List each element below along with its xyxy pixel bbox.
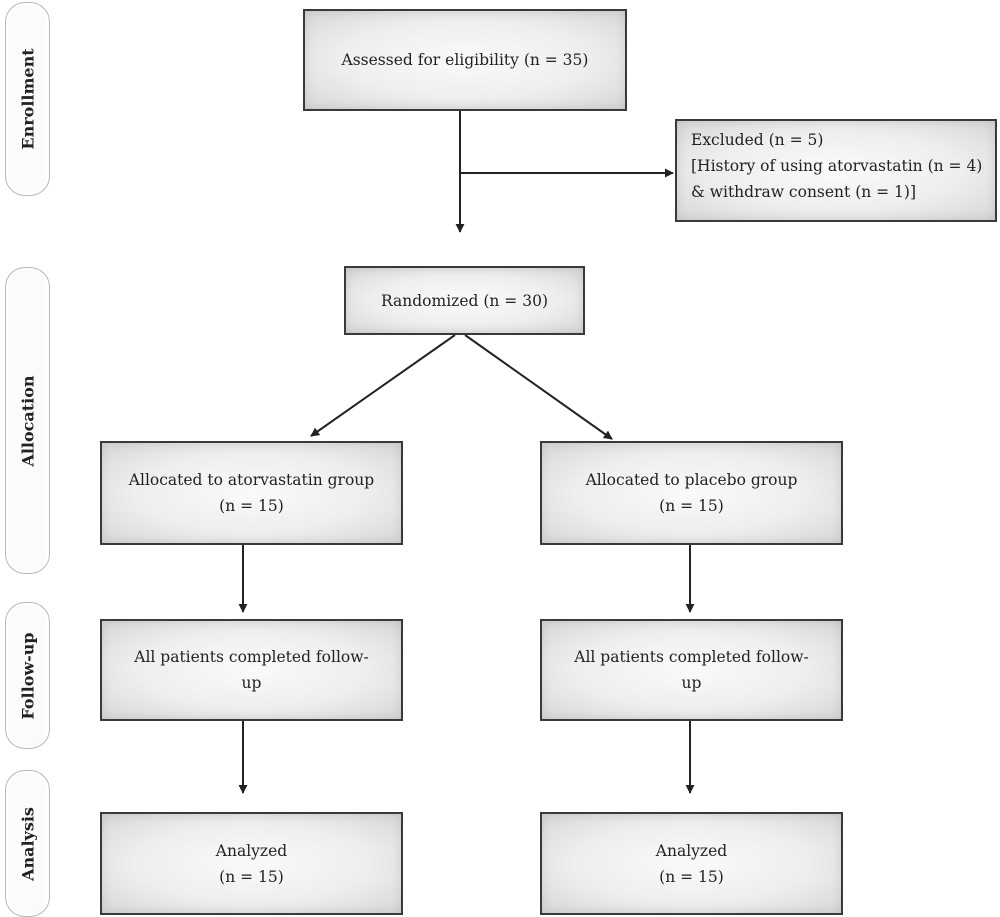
arrow-randomized-to-placebo bbox=[464, 334, 613, 440]
allocated-atorvastatin-label: Allocated to atorvastatin group bbox=[128, 471, 375, 489]
analyzed-placebo-box: Analyzed (n = 15) bbox=[540, 812, 843, 915]
assessed-box: Assessed for eligibility (n = 35) bbox=[303, 9, 627, 111]
followup-atorvastatin-box: All patients completed follow- up bbox=[100, 619, 403, 721]
randomized-text: Randomized (n = 30) bbox=[381, 291, 548, 310]
analyzed-atorvastatin-box: Analyzed (n = 15) bbox=[100, 812, 403, 915]
followup-atorvastatin-line1: All patients completed follow- bbox=[134, 648, 369, 666]
excluded-reason-1: [History of using atorvastatin (n = 4) bbox=[691, 157, 983, 175]
excluded-box: Excluded (n = 5) [History of using atorv… bbox=[675, 119, 997, 222]
assessed-text: Assessed for eligibility (n = 35) bbox=[341, 51, 589, 69]
followup-placebo-line2: up bbox=[681, 674, 702, 692]
analyzed-atorvastatin-count: (n = 15) bbox=[219, 867, 284, 886]
allocated-placebo-label: Allocated to placebo group bbox=[585, 471, 798, 489]
stage-analysis: Analysis bbox=[5, 770, 50, 917]
followup-atorvastatin-line2: up bbox=[241, 674, 262, 692]
arrow-randomized-to-atorvastatin bbox=[310, 334, 456, 437]
allocated-placebo-count: (n = 15) bbox=[659, 497, 724, 515]
allocated-atorvastatin-count: (n = 15) bbox=[219, 497, 284, 515]
analyzed-placebo-label: Analyzed bbox=[655, 841, 728, 860]
analyzed-atorvastatin-label: Analyzed bbox=[215, 841, 288, 860]
allocated-placebo-box: Allocated to placebo group (n = 15) bbox=[540, 441, 843, 545]
analyzed-placebo-count: (n = 15) bbox=[659, 867, 724, 886]
excluded-reason-2: & withdraw consent (n = 1)] bbox=[691, 183, 917, 201]
excluded-count: Excluded (n = 5) bbox=[691, 131, 824, 149]
stage-allocation: Allocation bbox=[5, 267, 50, 574]
stage-follow-up: Follow-up bbox=[5, 602, 50, 749]
followup-placebo-box: All patients completed follow- up bbox=[540, 619, 843, 721]
allocated-atorvastatin-box: Allocated to atorvastatin group (n = 15) bbox=[100, 441, 403, 545]
stage-enrollment: Enrollment bbox=[5, 2, 50, 196]
randomized-box: Randomized (n = 30) bbox=[344, 266, 585, 335]
followup-placebo-line1: All patients completed follow- bbox=[574, 648, 809, 666]
